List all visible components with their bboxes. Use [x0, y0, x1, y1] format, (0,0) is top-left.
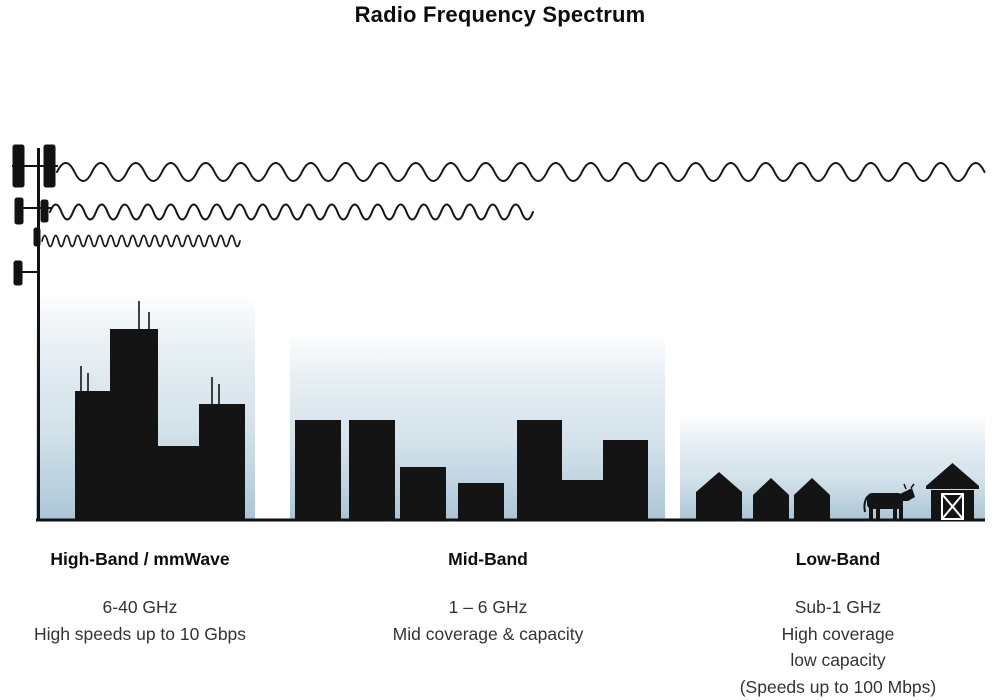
building-silhouette — [562, 480, 603, 519]
band-description: High coverage — [781, 623, 895, 644]
cell-tower-icon — [12, 144, 58, 519]
medium-wavelength-wave — [49, 203, 534, 221]
band-name: Low-Band — [795, 549, 881, 569]
barn-icon — [926, 463, 979, 520]
long-wavelength-wave — [56, 162, 986, 182]
building-silhouette — [400, 467, 446, 519]
house-icon — [794, 478, 830, 519]
band-name: Mid-Band — [448, 549, 528, 569]
band-name: High-Band / mmWave — [50, 549, 230, 569]
building-silhouette — [349, 420, 395, 519]
skyscraper-silhouette — [75, 391, 110, 519]
midrise-skyline — [295, 420, 648, 519]
band-frequency: 6-40 GHz — [102, 597, 178, 617]
short-wavelength-wave — [41, 234, 241, 248]
rooftop-antennas — [80, 301, 220, 404]
house-icon — [696, 472, 742, 519]
band-description: Mid coverage & capacity — [392, 623, 584, 644]
building-silhouette — [295, 420, 341, 519]
mid-band-label: Mid-Band 1 – 6 GHz Mid coverage & capaci… — [358, 549, 618, 647]
band-description: High speeds up to 10 Gbps — [33, 623, 247, 644]
skyscraper-silhouette — [158, 446, 199, 519]
high-band-label: High-Band / mmWave 6-40 GHz High speeds … — [10, 549, 270, 647]
skyscraper-silhouette — [110, 329, 158, 519]
diagram-title: Radio Frequency Spectrum — [354, 2, 646, 27]
building-silhouette — [458, 483, 504, 519]
building-silhouette — [517, 420, 562, 519]
house-icon — [753, 478, 789, 519]
high-band-skyline — [75, 301, 245, 519]
skyscraper-silhouette — [199, 404, 245, 519]
barn-door — [941, 493, 964, 520]
low-band-label: Low-Band Sub-1 GHz High coverage low cap… — [708, 549, 968, 700]
band-frequency: 1 – 6 GHz — [448, 597, 528, 617]
low-band-scene — [696, 463, 979, 520]
band-frequency: Sub-1 GHz — [794, 597, 882, 617]
radio-waves — [41, 162, 986, 248]
band-description: (Speeds up to 100 Mbps) — [739, 676, 937, 697]
band-description: low capacity — [790, 650, 886, 670]
building-silhouette — [603, 440, 648, 519]
cow-icon — [863, 483, 915, 519]
